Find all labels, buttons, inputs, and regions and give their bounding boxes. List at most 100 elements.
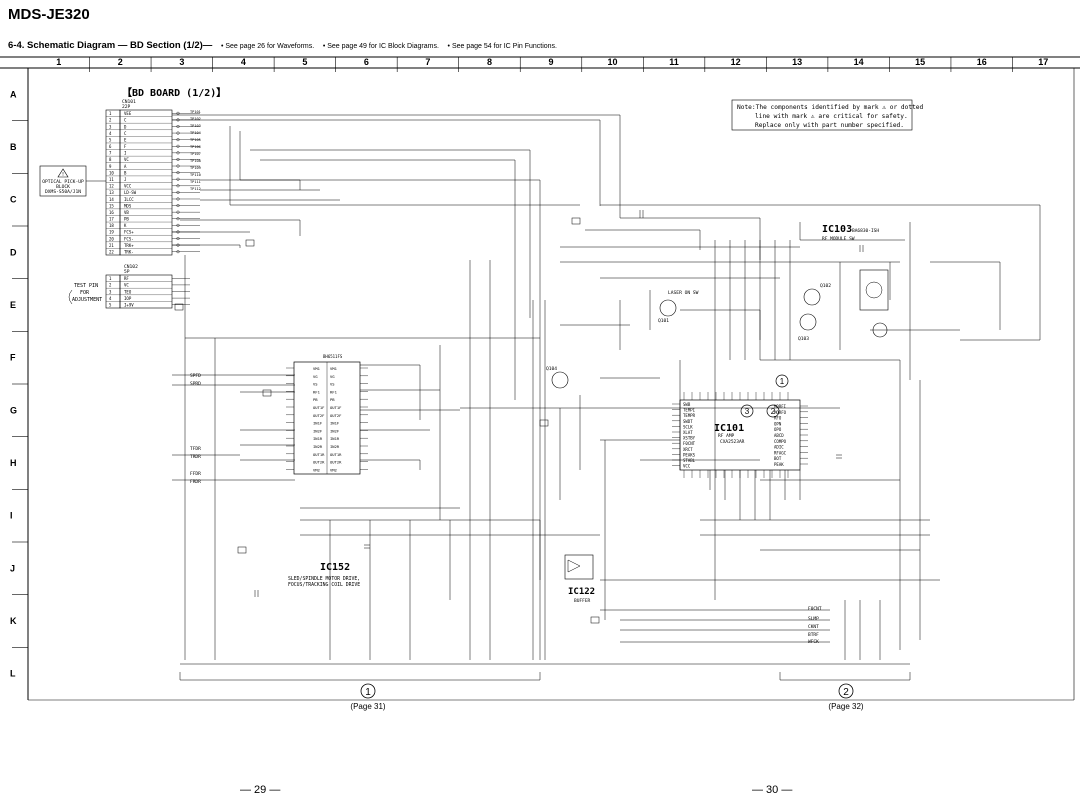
cn101-pin-number: 2 [109,118,112,123]
ic152-desc-2: FOCUS/TRACKING COIL DRIVE [288,582,360,588]
ic101-right-pin: RFO [774,416,782,421]
cn101-pin-signal: VC [124,157,129,162]
ic101-left-pin: VCC [683,464,691,469]
column-label: 3 [179,57,184,67]
ic101-left-pin: XRCT [683,447,693,452]
ic152-pin-name: OUT2F [313,413,325,418]
ic152-pin-name-right: IN2F [330,428,340,433]
capacitors [254,210,864,597]
svg-text:TEST PIN: TEST PIN [74,283,98,289]
svg-text:FRDR: FRDR [190,479,201,485]
cn101-pin-number: 16 [109,210,114,215]
test-point-label: TP101 [190,110,201,114]
test-pin-label: TEST PIN FOR ADJUSTMENT [68,283,102,305]
ic152-pin-name-right: VS [330,382,335,387]
ic101-right-pin: MORFI [774,404,787,409]
section-heading: 6-4. Schematic Diagram — BD Section (1/2… [8,40,557,51]
note-block-diagrams: • See page 49 for IC Block Diagrams. [322,43,439,50]
q102-label: Q102 [820,283,831,289]
ic152-pin-name: RF1 [313,389,321,394]
test-point-label: TP110 [190,173,201,177]
column-label: 16 [977,57,987,67]
q103-label: Q103 [798,336,809,342]
marker-2: 2 [771,407,776,416]
transistors [551,288,888,389]
ic152-pin-name-right: IN2R [330,444,340,449]
ic152-pin-name-right: RF1 [330,389,338,394]
cn101-pin-signal: TRK+ [124,243,134,248]
ic101-left-pin: TEMPR [683,413,696,418]
marker-3: 3 [745,407,750,416]
svg-text:5P: 5P [124,269,130,275]
test-point-label: TP106 [190,145,201,149]
ic152-pin-name: IN1F [313,421,323,426]
svg-text:CN102: CN102 [124,264,138,270]
ic103-desc: RF MODULE SW [822,236,855,242]
ic101-right-pin: MORFO [774,410,787,415]
ic101-left-pin: STABL [683,458,696,463]
cn102-pin-number: 2 [109,283,112,288]
row-label: D [10,247,17,257]
ic101-left-pin: SWB [683,402,691,407]
ic122-block: IC122 BUFFER [564,554,595,604]
svg-text:F0CNT: F0CNT [808,606,822,612]
cn101-pin-signal: VCC [124,184,132,189]
note-pin-functions: • See page 54 for IC Pin Functions. [447,43,558,50]
caution-line-1: Note:The components identified by mark ⚠… [737,104,924,111]
cn102-pin-signal: TEO [124,289,132,294]
row-label: J [10,563,15,573]
ic101-right-pin: RFAGC [774,450,787,455]
test-point-label: TP112 [190,187,201,191]
cn101-pin-number: 9 [109,164,112,169]
page-ref-marker-2: 2 [843,687,849,698]
svg-text:SLMP: SLMP [808,616,819,622]
caution-line-3: Replace only with part number specified. [755,122,904,129]
wiring [172,114,1041,681]
ic103-name: IC103 [822,224,852,235]
ic152-pin-name: OUT2R [313,460,325,465]
ic152-pin-name-right: PB [330,397,335,402]
column-label: 14 [854,57,864,67]
bus-labels: SPFD SPRD TFDR TRDR FFDR FRDR F0CNT SLMP… [190,373,822,645]
svg-text:TRDR: TRDR [190,454,201,460]
test-point-label: TP107 [190,152,201,156]
column-label: 5 [302,57,307,67]
cn102-pin-signal: IOP [124,296,132,301]
cn101-pin-signal: C [124,131,127,136]
column-label: 13 [792,57,802,67]
page-ref-32: (Page 32) [828,702,863,711]
row-label: K [10,616,17,626]
column-label: 6 [364,57,369,67]
cn101-pin-number: 17 [109,217,114,222]
ic152-desc-1: SLED/SPINDLE MOTOR DRIVE, [288,576,360,582]
cn102-pin-number: 4 [109,296,112,301]
page-ref-marker-1: 1 [365,687,371,698]
ic101-right-pin: BOT [774,456,782,461]
cn101-pin-number: 15 [109,203,114,208]
cn101-pin-signal: MDS [124,203,132,208]
svg-text:SPFD: SPFD [190,373,201,379]
page-ref-31: (Page 31) [350,702,385,711]
ic152-pin-name: VM2 [313,467,320,472]
test-point-label: TP109 [190,166,201,170]
ic101-left-pin: XLAT [683,430,693,435]
column-label: 2 [118,57,123,67]
cn101-pin-number: 8 [109,157,112,162]
ic122-name: IC122 [568,587,595,597]
cn101-pin-number: 3 [109,124,112,129]
row-label: L [10,669,16,679]
cn101-pin-signal: FCS- [124,236,134,241]
cn102-pin-number: 1 [109,276,112,281]
ic152-pin-name-right: IN1R [330,436,340,441]
ic152-pin-name: VG [313,374,318,379]
cn101-pin-number: 7 [109,151,112,156]
cn102-pin-signal: I+9V [124,303,134,308]
svg-text:CN101: CN101 [122,99,136,105]
cn101-pin-signal: J [124,177,126,182]
caution-note: Note:The components identified by mark ⚠… [731,99,924,131]
cn101-pin-signal: PB [124,217,129,222]
column-label: 10 [608,57,618,67]
